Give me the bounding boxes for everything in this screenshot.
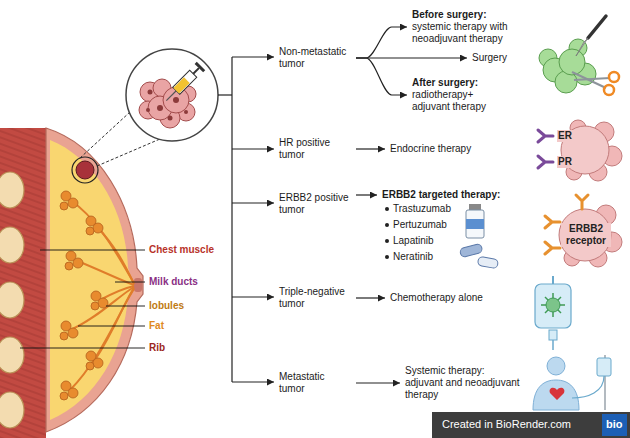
node-text: Surgery — [472, 52, 507, 64]
node-text: ERBB2 positive tumor — [279, 192, 351, 216]
ribs — [0, 172, 24, 428]
tumor-ring — [72, 157, 98, 183]
drug-name: Trastuzumab — [382, 201, 500, 217]
breast-skin — [46, 128, 143, 432]
milk-ducts — [70, 200, 134, 390]
node-text: Systemic therapy: adjuvant and neoadjuva… — [405, 365, 523, 401]
watermark-bar — [432, 412, 630, 438]
anatomy-label: Rib — [148, 342, 166, 354]
tumor-category: HR positive tumor — [277, 136, 353, 162]
tumor-category: ERBB2 positive tumor — [277, 191, 353, 217]
tumor-category: Non-metastatic tumor — [277, 45, 353, 71]
tumor-category: Metastatic tumor — [277, 370, 353, 396]
arrow-connector — [356, 382, 400, 383]
drug-vial — [466, 204, 484, 238]
hormone-receptor-icon — [538, 120, 622, 181]
receptor-label: ERBB2 receptor — [561, 223, 611, 247]
patient-icon — [533, 355, 611, 410]
lobules — [60, 191, 108, 400]
syringe — [162, 62, 205, 105]
node-text: Triple-negative tumor — [279, 286, 351, 310]
node-text: systemic therapy with neoadjuvant therap… — [412, 21, 512, 45]
therapy-text: Chemotherapy alone — [388, 291, 485, 305]
receptor-label: ER — [557, 130, 573, 142]
pills — [459, 243, 498, 268]
node-text: HR positive tumor — [279, 137, 351, 161]
surgery-icon — [539, 16, 619, 95]
nipple — [134, 278, 142, 292]
node-text: Endocrine therapy — [390, 143, 471, 155]
arrow-connector — [356, 57, 467, 58]
node-text: radiotherapy+ adjuvant therapy — [412, 89, 512, 113]
magnifier — [80, 49, 218, 166]
anatomy-label: Chest muscle — [148, 244, 215, 256]
therapy-text: Endocrine therapy — [388, 142, 473, 156]
anatomy-label: Milk ducts — [148, 276, 199, 288]
erbb2-receptor-icon — [545, 195, 622, 267]
therapy-list: ERBB2 targeted therapy:TrastuzumabPertuz… — [380, 188, 502, 266]
arrow-connector — [356, 27, 407, 58]
receptor-label: PR — [557, 156, 573, 168]
node-text: After surgery: — [412, 77, 512, 89]
iv-bag-icon — [535, 276, 571, 350]
anatomy-label: Fat — [148, 320, 165, 332]
node-text: Before surgery: — [412, 9, 512, 21]
anatomy-label: lobules — [148, 300, 185, 312]
drug-name: Pertuzumab — [382, 217, 500, 233]
node-text: Metastatic tumor — [279, 371, 351, 395]
tumor — [76, 161, 94, 179]
drug-name: Lapatinib — [382, 233, 500, 249]
arrow-connector — [356, 297, 385, 298]
therapy-text: After surgery:radiotherapy+ adjuvant the… — [410, 76, 514, 114]
therapy-text: Systemic therapy: adjuvant and neoadjuva… — [403, 364, 525, 402]
node-text: Non-metastatic tumor — [279, 46, 351, 70]
watermark-logo: bio — [605, 418, 624, 430]
breast-illustration — [0, 128, 145, 438]
therapy-text: Surgery — [470, 51, 509, 65]
drug-name: Neratinib — [382, 249, 500, 265]
node-text: Chemotherapy alone — [390, 292, 483, 304]
arrow-connector — [356, 194, 377, 195]
therapy-text: Before surgery:systemic therapy with neo… — [410, 8, 514, 46]
arrow-connector — [356, 58, 407, 95]
watermark-text: Created in BioRender.com — [441, 418, 572, 430]
tumor-category: Triple-negative tumor — [277, 285, 353, 311]
arrow-connector — [356, 148, 385, 149]
branch-tree — [218, 57, 274, 382]
leader-lines — [20, 250, 145, 348]
node-text: ERBB2 targeted therapy: — [382, 189, 500, 201]
